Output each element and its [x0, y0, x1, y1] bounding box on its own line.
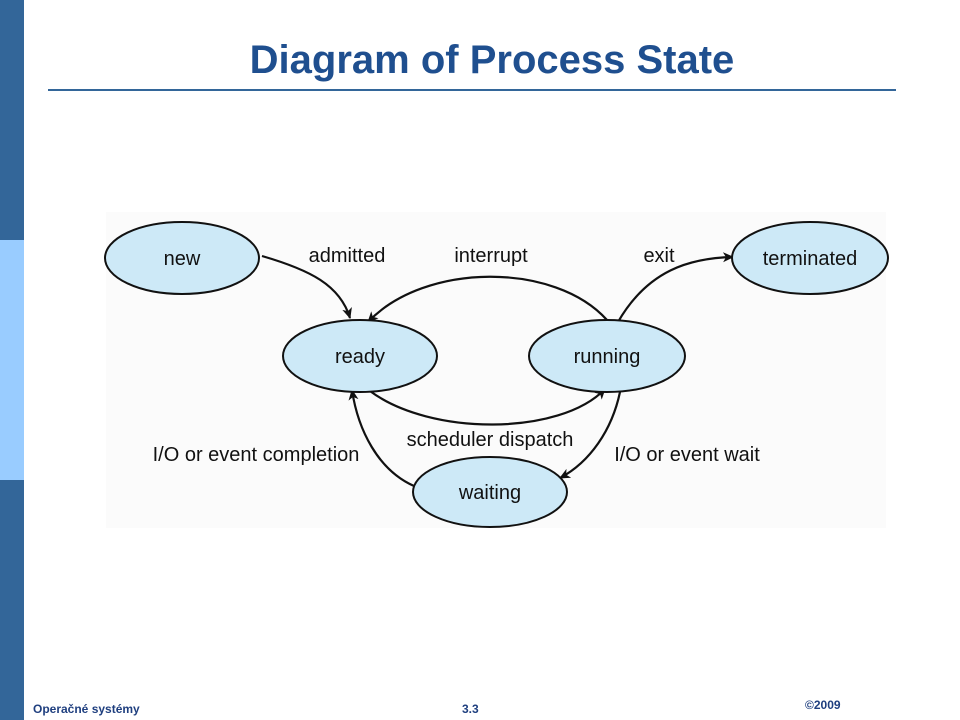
title-underline [48, 89, 896, 91]
state-new: new [104, 221, 260, 295]
state-waiting-ellipse [412, 456, 568, 528]
state-new-ellipse [104, 221, 260, 295]
arrow-interrupt [367, 275, 608, 323]
label-interrupt: interrupt [454, 245, 528, 267]
state-waiting-label: waiting [458, 482, 521, 504]
state-running: running [528, 319, 686, 393]
sidebar-stripe-middle [0, 240, 24, 480]
label-admitted: admitted [309, 245, 386, 267]
footer-copyright: ©2009 [805, 698, 841, 712]
label-io-event-wait: I/O or event wait [614, 444, 760, 466]
state-terminated-label: terminated [763, 248, 858, 270]
arrow-admitted [261, 254, 352, 319]
footer-page-number: 3.3 [462, 702, 479, 716]
label-scheduler-dispatch: scheduler dispatch [407, 429, 574, 451]
state-new-label: new [164, 248, 201, 270]
arrow-io-event-wait [559, 391, 622, 479]
arrow-io-event-completion [348, 389, 415, 488]
arrow-scheduler-dispatch [369, 388, 606, 426]
state-waiting: waiting [412, 456, 568, 528]
state-running-ellipse [528, 319, 686, 393]
sidebar-stripe-top [0, 0, 24, 240]
footer-course-name: Operačné systémy [33, 702, 140, 716]
state-terminated: terminated [731, 221, 889, 295]
state-ready-label: ready [335, 346, 385, 368]
state-ready: ready [282, 319, 438, 393]
sidebar-stripe-bottom [0, 480, 24, 720]
state-ready-ellipse [282, 319, 438, 393]
arrow-exit [617, 252, 734, 323]
state-running-label: running [574, 346, 641, 368]
label-io-event-completion: I/O or event completion [153, 444, 360, 466]
state-terminated-ellipse [731, 221, 889, 295]
slide-title: Diagram of Process State [249, 38, 735, 82]
label-exit: exit [643, 245, 675, 267]
